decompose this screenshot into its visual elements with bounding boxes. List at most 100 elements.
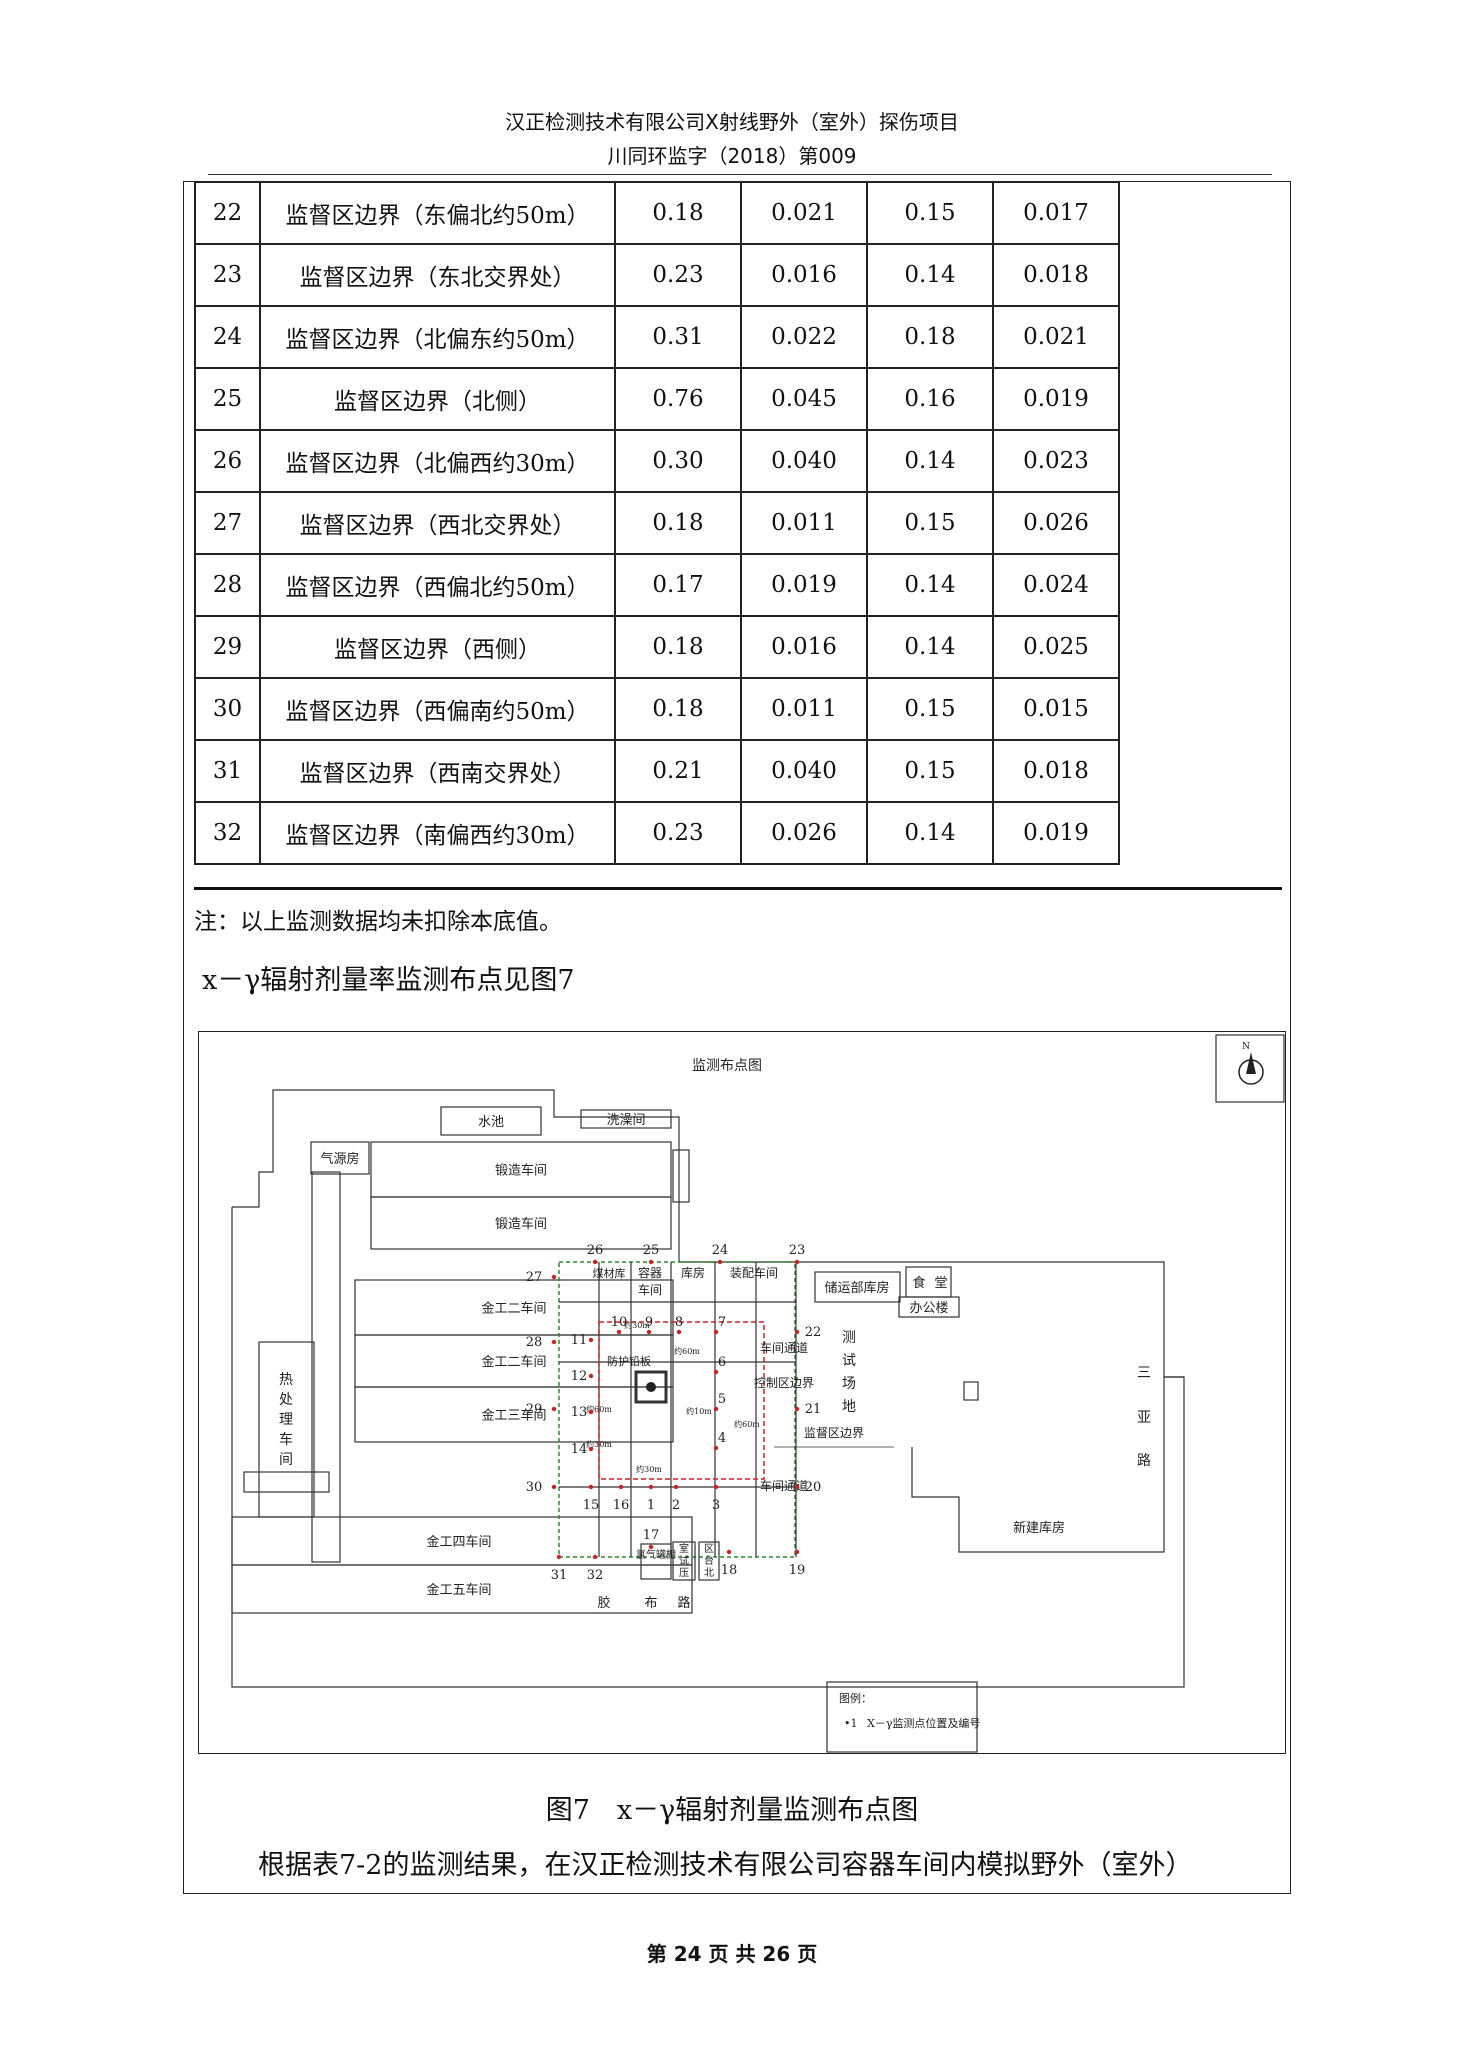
building-label: 容器 xyxy=(638,1265,662,1280)
table-cell-v2: 0.021 xyxy=(740,181,868,245)
monitoring-point-label: 32 xyxy=(587,1568,604,1583)
table-cell-v2: 0.016 xyxy=(740,243,868,307)
building-label: 控制区边界 xyxy=(754,1376,814,1390)
monitoring-point-marker xyxy=(592,1554,598,1560)
legend-text: X－γ监测点位置及编号 xyxy=(867,1716,980,1730)
table-cell-v2: 0.011 xyxy=(740,677,868,741)
table-cell-location: 监督区边界（北侧） xyxy=(259,367,616,431)
building-label: 金工四车间 xyxy=(426,1534,491,1550)
distance-label: 约60m xyxy=(586,1404,612,1414)
building-7 xyxy=(354,1386,674,1443)
table-cell-v1: 0.31 xyxy=(614,305,742,369)
table-cell-location: 监督区边界（西南交界处） xyxy=(259,739,616,803)
building-4 xyxy=(370,1196,672,1250)
table-cell-v3: 0.15 xyxy=(866,739,994,803)
monitoring-point-label: 31 xyxy=(551,1568,568,1583)
table-cell-no: 26 xyxy=(194,429,261,493)
building-label: 地 xyxy=(842,1399,856,1415)
table-cell-v1: 0.76 xyxy=(614,367,742,431)
table-cell-v3: 0.14 xyxy=(866,801,994,865)
monitoring-point-marker xyxy=(551,1406,557,1412)
building-label: 洗澡间 xyxy=(606,1113,645,1128)
table-cell-v1: 0.30 xyxy=(614,429,742,493)
distance-label: 约30m xyxy=(636,1464,662,1474)
building-label: 三 xyxy=(1137,1365,1151,1381)
monitoring-point-marker xyxy=(556,1554,562,1560)
building-label: 车 xyxy=(279,1431,293,1448)
building-label: 监督区边界 xyxy=(804,1425,864,1440)
monitoring-point-marker xyxy=(713,1406,719,1412)
table-cell-v2: 0.045 xyxy=(740,367,868,431)
building-label: 布 xyxy=(644,1596,657,1611)
table-cell-v4: 0.025 xyxy=(992,615,1120,679)
monitoring-point-label: 14 xyxy=(571,1442,588,1457)
table-cell-v2: 0.040 xyxy=(740,739,868,803)
building-label: 北 xyxy=(704,1567,714,1579)
monitoring-point-marker xyxy=(794,1259,800,1265)
monitoring-point-label: 1 xyxy=(647,1498,655,1513)
building-small-bottom-b xyxy=(672,1541,696,1581)
distance-label: 约30m xyxy=(586,1439,612,1449)
table-cell-location: 监督区边界（东北交界处） xyxy=(259,243,616,307)
building-label: 车间 xyxy=(638,1282,662,1297)
monitoring-point-label: 21 xyxy=(805,1402,822,1417)
building-label: 氯气罐棚 xyxy=(636,1548,676,1561)
building-label: 金工二车间 xyxy=(481,1354,546,1370)
table-cell-location: 监督区边界（西北交界处） xyxy=(259,491,616,555)
building-label: 室 xyxy=(679,1542,689,1555)
header-title: 汉正检测技术有限公司X射线野外（室外）探伤项目 xyxy=(505,110,959,134)
monitoring-point-marker xyxy=(588,1484,594,1490)
monitoring-point-label: 22 xyxy=(805,1325,822,1340)
table-cell-location: 监督区边界（北偏东约50m） xyxy=(259,305,616,369)
figure-intro: x－γ辐射剂量率监测布点见图7 xyxy=(202,965,575,996)
north-arrow-box xyxy=(1215,1034,1285,1103)
monitoring-point-label: 10 xyxy=(611,1315,628,1330)
monitoring-point-marker xyxy=(618,1484,624,1490)
table-cell-v1: 0.21 xyxy=(614,739,742,803)
table-cell-v2: 0.022 xyxy=(740,305,868,369)
table-cell-v1: 0.23 xyxy=(614,801,742,865)
monitoring-point-marker xyxy=(794,1484,800,1490)
monitoring-point-label: 17 xyxy=(643,1528,660,1543)
building-small-right xyxy=(963,1381,979,1401)
building-label: 台 xyxy=(704,1554,714,1567)
monitoring-point-label: 28 xyxy=(526,1335,543,1350)
building-label: 气源房 xyxy=(320,1151,359,1167)
building-label: 金工五车间 xyxy=(426,1582,491,1598)
table-cell-location: 监督区边界（东偏北约50m） xyxy=(259,181,616,245)
monitoring-point-label: 12 xyxy=(571,1369,588,1384)
table-cell-no: 28 xyxy=(194,553,261,617)
table-cell-v2: 0.026 xyxy=(740,801,868,865)
site-boundary xyxy=(231,1089,1185,1688)
monitoring-point-label: 3 xyxy=(712,1498,720,1513)
building-small-left xyxy=(243,1471,330,1493)
table-cell-v4: 0.015 xyxy=(992,677,1120,741)
building-label: 热 xyxy=(279,1372,293,1388)
building-label: 间 xyxy=(279,1452,293,1468)
table-cell-v3: 0.15 xyxy=(866,181,994,245)
building-label: 路 xyxy=(677,1595,690,1611)
monitoring-point-label: 20 xyxy=(805,1480,822,1495)
building-label: 测 xyxy=(842,1330,856,1346)
monitoring-point-label: 9 xyxy=(645,1315,653,1330)
table-cell-location: 监督区边界（西偏南约50m） xyxy=(259,677,616,741)
building-label: 煤材库 xyxy=(593,1266,626,1280)
building-0 xyxy=(440,1106,542,1136)
table-cell-v4: 0.024 xyxy=(992,553,1120,617)
monitoring-point-label: 25 xyxy=(643,1243,660,1258)
monitoring-point-label: 30 xyxy=(526,1480,543,1495)
table-cell-v4: 0.017 xyxy=(992,181,1120,245)
monitoring-point-marker xyxy=(676,1329,682,1335)
table-cell-v3: 0.15 xyxy=(866,491,994,555)
monitoring-point-marker xyxy=(673,1484,679,1490)
radiation-source-icon xyxy=(634,1370,668,1404)
monitoring-point-label: 7 xyxy=(718,1315,726,1330)
